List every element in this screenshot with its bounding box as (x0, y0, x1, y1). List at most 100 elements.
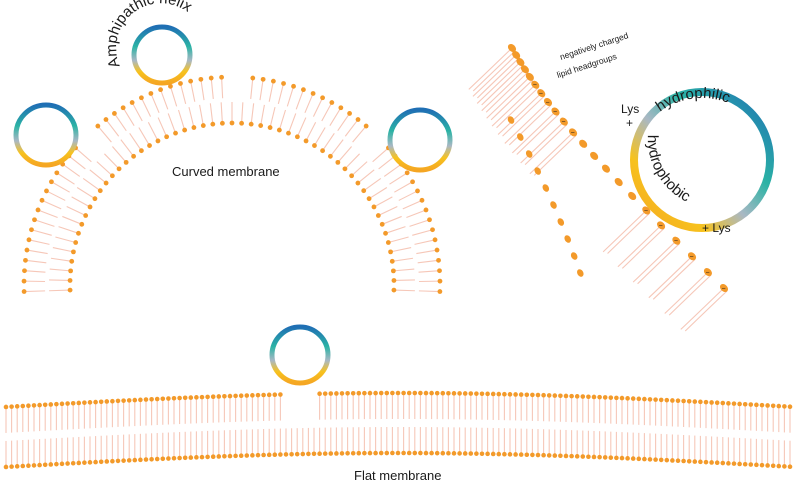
zoom-lipid-tail (491, 84, 536, 127)
flat-top-lipid-headgroup (244, 393, 250, 398)
curved-outer-lipid-tail (221, 77, 224, 99)
flat-top-lipid-headgroup (154, 396, 160, 402)
helix-cross-section (630, 88, 774, 232)
flat-top-lipid-headgroup (541, 392, 546, 398)
flat-bottom-lipid-headgroup (698, 459, 703, 465)
curved-outer-lipid-headgroup (419, 197, 425, 203)
flat-top-lipid-headgroup (451, 391, 457, 396)
curved-inner-lipid-headgroup (182, 127, 188, 133)
zoom-lipid-headgroup (642, 206, 651, 215)
curved-outer-lipid-headgroup (178, 81, 183, 86)
zoom-inner-headgroup (557, 218, 565, 226)
flat-top-lipid-headgroup (406, 390, 412, 396)
flat-bottom-lipid-headgroup (126, 458, 132, 463)
flat-top-lipid-headgroup (210, 394, 216, 399)
flat-top-lipid-headgroup (636, 396, 642, 402)
flat-bottom-lipid-headgroup (205, 454, 210, 460)
flat-bottom-lipid-headgroup (166, 456, 171, 461)
flat-bottom-lipid-headgroup (362, 450, 367, 456)
curved-inner-lipid-headgroup (92, 196, 98, 202)
plus-sign-upper: + (626, 116, 633, 130)
curved-inner-lipid-headgroup (191, 125, 197, 130)
flat-top-lipid-headgroup (199, 394, 205, 400)
zoom-lipid-headgroup (537, 89, 546, 98)
curved-inner-lipid-headgroup (87, 204, 93, 210)
flat-top-lipid-headgroup (82, 400, 87, 405)
flat-top-lipid-headgroup (434, 390, 440, 396)
flat-bottom-lipid-headgroup (535, 452, 541, 458)
curved-inner-lipid-headgroup (258, 123, 264, 128)
zoom-lipid-headgroup (672, 236, 681, 245)
curved-outer-lipid-tail (105, 119, 120, 137)
curved-inner-lipid-headgroup (68, 268, 74, 274)
flat-bottom-lipid-headgroup (177, 455, 182, 461)
flat-bottom-lipid-headgroup (731, 461, 737, 466)
flat-top-lipid-headgroup (328, 391, 334, 396)
zoom-lipid-headgroup (657, 221, 666, 230)
zoom-lipid-tail (476, 57, 520, 99)
flat-bottom-lipid-headgroup (266, 452, 272, 458)
flat-bottom-lipid-headgroup (154, 456, 160, 462)
flat-bottom-lipid-headgroup (670, 458, 675, 463)
curved-inner-lipid-headgroup (76, 230, 81, 236)
curved-inner-lipid-tail (66, 206, 86, 217)
curved-outer-lipid-tail (418, 290, 440, 293)
flat-bottom-lipid-headgroup (283, 452, 289, 457)
flat-top-lipid-headgroup (317, 391, 322, 397)
flat-top-lipid-headgroup (26, 403, 31, 408)
flat-bottom-lipid-headgroup (334, 451, 339, 456)
curved-outer-lipid-tail (295, 89, 304, 110)
flat-top-lipid-headgroup (138, 397, 143, 403)
curved-inner-lipid-headgroup (267, 125, 273, 130)
curved-inner-lipid-headgroup (335, 159, 341, 165)
zoom-lipid-headgroup (525, 72, 534, 81)
zoom-lipid-tail (607, 213, 650, 254)
flat-bottom-lipid-headgroup (451, 451, 457, 456)
flat-bottom-lipid-headgroup (350, 450, 356, 456)
curved-outer-lipid-tail (200, 79, 205, 101)
zoom-lipid-tail (476, 61, 521, 104)
flat-bottom-lipid-headgroup (558, 453, 563, 459)
curved-outer-lipid-headgroup (329, 100, 335, 105)
zoom-lipid-headgroup (614, 177, 623, 187)
curved-outer-lipid-tail (169, 86, 178, 107)
curved-inner-lipid-tail (199, 104, 204, 126)
flat-top-lipid-headgroup (171, 395, 177, 401)
flat-top-lipid-headgroup (535, 392, 541, 398)
zoom-lipid-headgroup (703, 268, 712, 277)
flat-bottom-lipid-headgroup (563, 453, 569, 459)
flat-bottom-lipid-headgroup (748, 462, 754, 467)
flat-bottom-lipid-headgroup (76, 460, 82, 466)
flat-bottom-lipid-headgroup (384, 450, 390, 456)
flat-bottom-lipid-headgroup (591, 454, 597, 460)
curved-outer-lipid-tail (402, 199, 423, 210)
flat-top-lipid-headgroup (485, 391, 490, 397)
curved-inner-lipid-headgroup (173, 130, 178, 136)
flat-bottom-lipid-headgroup (278, 452, 283, 457)
flat-top-lipid-headgroup (339, 391, 345, 396)
flat-bottom-lipid-headgroup (776, 463, 782, 469)
curved-outer-lipid-headgroup (35, 207, 41, 213)
zoom-lipid-tail (504, 101, 549, 144)
flat-top-lipid-headgroup (625, 396, 630, 401)
curved-inner-lipid-tail (296, 117, 307, 137)
zoom-lipid-tail (472, 54, 517, 97)
curved-outer-lipid-headgroup (208, 75, 214, 81)
curved-inner-lipid-headgroup (379, 221, 385, 227)
curved-inner-lipid-tail (129, 132, 142, 152)
zoom-lipid-headgroup (579, 139, 588, 148)
negative-charge-mark: − (539, 91, 543, 98)
flat-bottom-lipid-headgroup (367, 450, 373, 456)
flat-bottom-lipid-headgroup (182, 455, 188, 461)
curved-inner-lipid-headgroup (342, 166, 348, 172)
zoom-inner-headgroup (550, 201, 557, 209)
flat-bottom-lipid-headgroup (714, 460, 720, 466)
flat-top-lipid-headgroup (513, 392, 518, 397)
flat-bottom-lipid-headgroup (546, 453, 552, 458)
flat-bottom-lipid-headgroup (87, 460, 93, 465)
flat-bottom-lipid-headgroup (26, 463, 31, 468)
flat-top-lipid-headgroup (698, 399, 703, 405)
curved-outer-lipid-tail (62, 163, 81, 177)
curved-outer-lipid-tail (250, 77, 254, 99)
negative-charge-mark: − (705, 270, 709, 277)
